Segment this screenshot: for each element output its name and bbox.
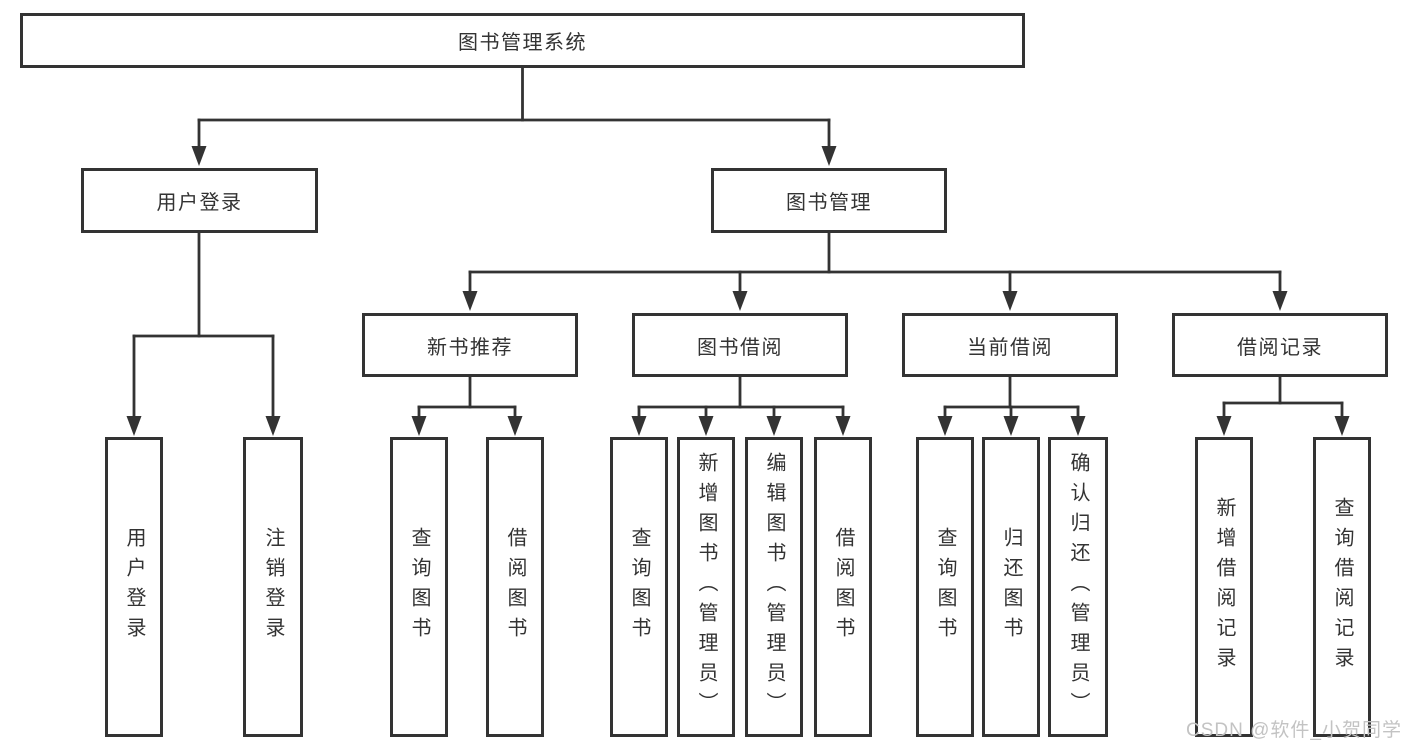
leaf-borrow-edit-book-admin: 编辑图书（管理员） [745, 437, 803, 737]
node-root: 图书管理系统 [20, 13, 1025, 68]
leaf-records-add-record-label: 新增借阅记录 [1213, 497, 1235, 677]
node-book-management: 图书管理 [711, 168, 947, 233]
node-current-borrow: 当前借阅 [902, 313, 1118, 377]
leaf-records-query-record: 查询借阅记录 [1313, 437, 1371, 737]
leaf-borrow-add-book-admin-label: 新增图书（管理员） [695, 452, 717, 722]
leaf-current-return-books-label: 归还图书 [1000, 527, 1022, 647]
csdn-watermark: CSDN @软件_小贺同学 [1186, 720, 1402, 741]
node-borrow-records-label: 借阅记录 [1237, 336, 1323, 359]
leaf-borrow-query-books-label: 查询图书 [628, 527, 650, 647]
leaf-borrow-add-book-admin: 新增图书（管理员） [677, 437, 735, 737]
leaf-newbook-query-books-label: 查询图书 [408, 527, 430, 647]
leaf-user-login-label: 用户登录 [123, 527, 145, 647]
leaf-records-query-record-label: 查询借阅记录 [1331, 497, 1353, 677]
leaf-newbook-borrow-books-label: 借阅图书 [504, 527, 526, 647]
leaf-logout: 注销登录 [243, 437, 303, 737]
leaf-current-return-books: 归还图书 [982, 437, 1040, 737]
leaf-newbook-borrow-books: 借阅图书 [486, 437, 544, 737]
node-current-borrow-label: 当前借阅 [967, 336, 1053, 359]
leaf-current-query-books: 查询图书 [916, 437, 974, 737]
node-new-book-recommend: 新书推荐 [362, 313, 578, 377]
leaf-newbook-query-books: 查询图书 [390, 437, 448, 737]
leaf-current-confirm-return-admin: 确认归还（管理员） [1048, 437, 1108, 737]
leaf-records-add-record: 新增借阅记录 [1195, 437, 1253, 737]
node-root-label: 图书管理系统 [458, 32, 587, 54]
leaf-user-login: 用户登录 [105, 437, 163, 737]
leaf-borrow-borrow-books-label: 借阅图书 [832, 527, 854, 647]
node-new-book-recommend-label: 新书推荐 [427, 336, 513, 359]
arrowheads [126, 146, 1350, 436]
leaf-logout-label: 注销登录 [262, 527, 284, 647]
node-book-borrow: 图书借阅 [632, 313, 848, 377]
node-user-login-label: 用户登录 [156, 192, 243, 214]
leaf-borrow-edit-book-admin-label: 编辑图书（管理员） [763, 452, 785, 722]
leaf-borrow-borrow-books: 借阅图书 [814, 437, 872, 737]
leaf-current-confirm-return-admin-label: 确认归还（管理员） [1067, 452, 1089, 722]
node-book-borrow-label: 图书借阅 [697, 336, 783, 359]
node-book-management-label: 图书管理 [786, 192, 872, 214]
leaf-current-query-books-label: 查询图书 [934, 527, 956, 647]
node-user-login: 用户登录 [81, 168, 318, 233]
node-borrow-records: 借阅记录 [1172, 313, 1388, 377]
leaf-borrow-query-books: 查询图书 [610, 437, 668, 737]
